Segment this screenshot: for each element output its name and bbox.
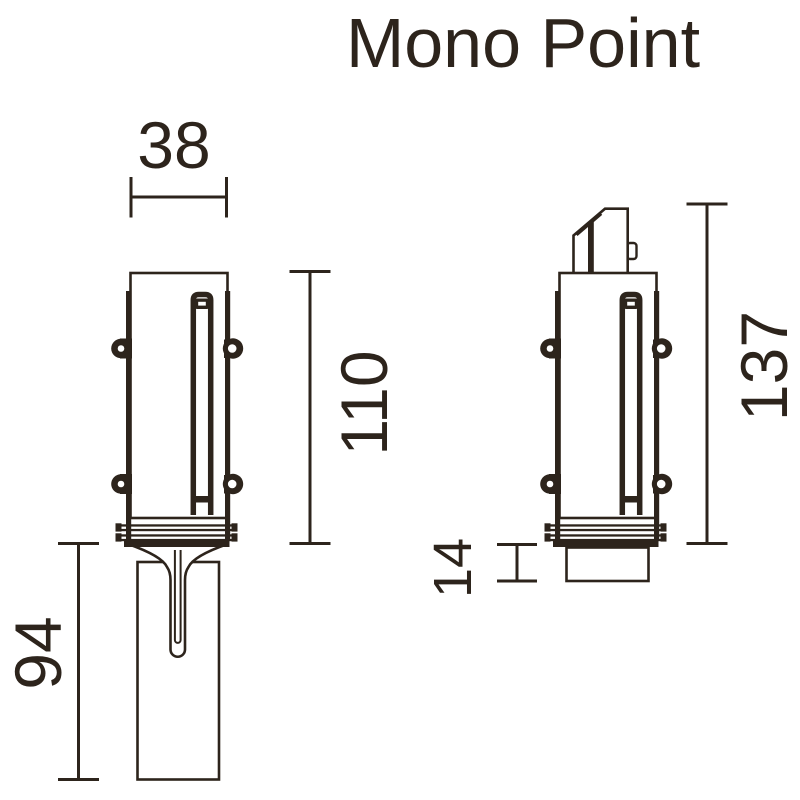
dim-recessed-depth-label: 94 <box>1 616 75 689</box>
side-view-cartridge <box>540 273 672 547</box>
dim-body-height-label: 110 <box>327 350 401 455</box>
plunger-inner-slit <box>173 550 182 644</box>
plunger-stem <box>127 542 228 658</box>
page-title: Mono Point <box>346 4 700 82</box>
dim-overall-height-label: 137 <box>727 311 800 421</box>
dim-width-line <box>129 177 228 218</box>
head-lever-bar <box>588 221 594 274</box>
front-view-cartridge <box>111 273 243 547</box>
dim-overall-height-line <box>686 202 728 545</box>
dim-collar-height-label: 14 <box>423 538 483 598</box>
bottom-collar <box>565 546 650 583</box>
dimension-lines <box>58 177 728 781</box>
front-view <box>111 273 243 781</box>
dim-collar-height-line <box>497 543 537 583</box>
head-outline <box>572 207 629 274</box>
adapter-head <box>572 207 638 274</box>
side-view <box>540 207 672 583</box>
dim-width-label: 38 <box>137 108 210 182</box>
dim-recessed-depth-line <box>58 542 99 781</box>
dim-body-height-line <box>289 270 331 545</box>
